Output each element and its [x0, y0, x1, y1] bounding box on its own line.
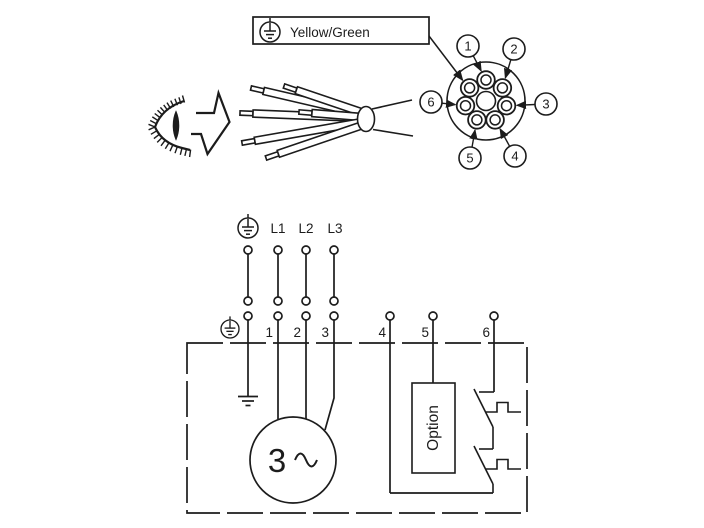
- callout-leader-line: [428, 35, 464, 82]
- callout-label: Yellow/Green: [290, 25, 370, 40]
- terminal-3: 3: [321, 325, 329, 340]
- protective-earth-icon: [237, 213, 259, 239]
- terminal-circles: [243, 311, 499, 321]
- motor-label: 3: [268, 442, 286, 479]
- pin-callout-3: 3: [515, 92, 558, 116]
- terminal-2: 2: [293, 325, 301, 340]
- svg-text:4: 4: [511, 149, 518, 164]
- internal-wiring: [238, 320, 495, 494]
- view-direction-eye-icon: [148, 95, 192, 158]
- plug-center: [475, 90, 497, 112]
- supply-labels: L1 L2 L3: [237, 213, 343, 239]
- cable-end: [356, 105, 376, 133]
- motor-symbol: 3: [249, 416, 337, 504]
- svg-text:2: 2: [510, 42, 517, 57]
- phase-label-l1: L1: [270, 221, 285, 236]
- svg-text:5: 5: [466, 151, 473, 166]
- yellow-green-callout-box: Yellow/Green: [252, 16, 464, 82]
- svg-text:1: 1: [464, 39, 471, 54]
- terminal-4: 4: [378, 325, 386, 340]
- pin-callout-1: 1: [456, 34, 482, 73]
- cable-assembly: [239, 82, 414, 162]
- phase-label-l2: L2: [298, 221, 313, 236]
- plug-pin: [455, 70, 517, 130]
- terminal-numbers: 1 2 3 4 5 6: [265, 325, 490, 340]
- pin-callout-6: 6: [419, 90, 457, 114]
- pin-callouts: 1 2 3 4 5 6: [419, 34, 558, 170]
- direction-arrow-icon: [191, 89, 231, 157]
- earth-ground-icon: [238, 395, 258, 407]
- svg-text:6: 6: [427, 95, 434, 110]
- terminal-5: 5: [421, 325, 429, 340]
- enclosure-dashed-border: [186, 342, 528, 514]
- pin-callout-2: 2: [502, 37, 526, 80]
- thermal-switch-2: [473, 445, 521, 493]
- thermal-switch-1: [473, 388, 521, 428]
- phase-label-l3: L3: [327, 221, 342, 236]
- terminal-1: 1: [265, 325, 273, 340]
- protective-earth-icon: [259, 17, 281, 43]
- supply-leads: [243, 245, 339, 306]
- pin-callout-5: 5: [458, 128, 482, 170]
- option-label: Option: [425, 405, 442, 451]
- wire-lead: [297, 108, 367, 122]
- svg-text:3: 3: [542, 97, 549, 112]
- plug-face: [446, 61, 526, 141]
- protective-earth-icon: [220, 315, 240, 339]
- option-box: Option: [411, 382, 456, 474]
- terminal-6: 6: [482, 325, 490, 340]
- pin-callout-4: 4: [499, 127, 527, 168]
- sine-wave-icon: [294, 452, 318, 468]
